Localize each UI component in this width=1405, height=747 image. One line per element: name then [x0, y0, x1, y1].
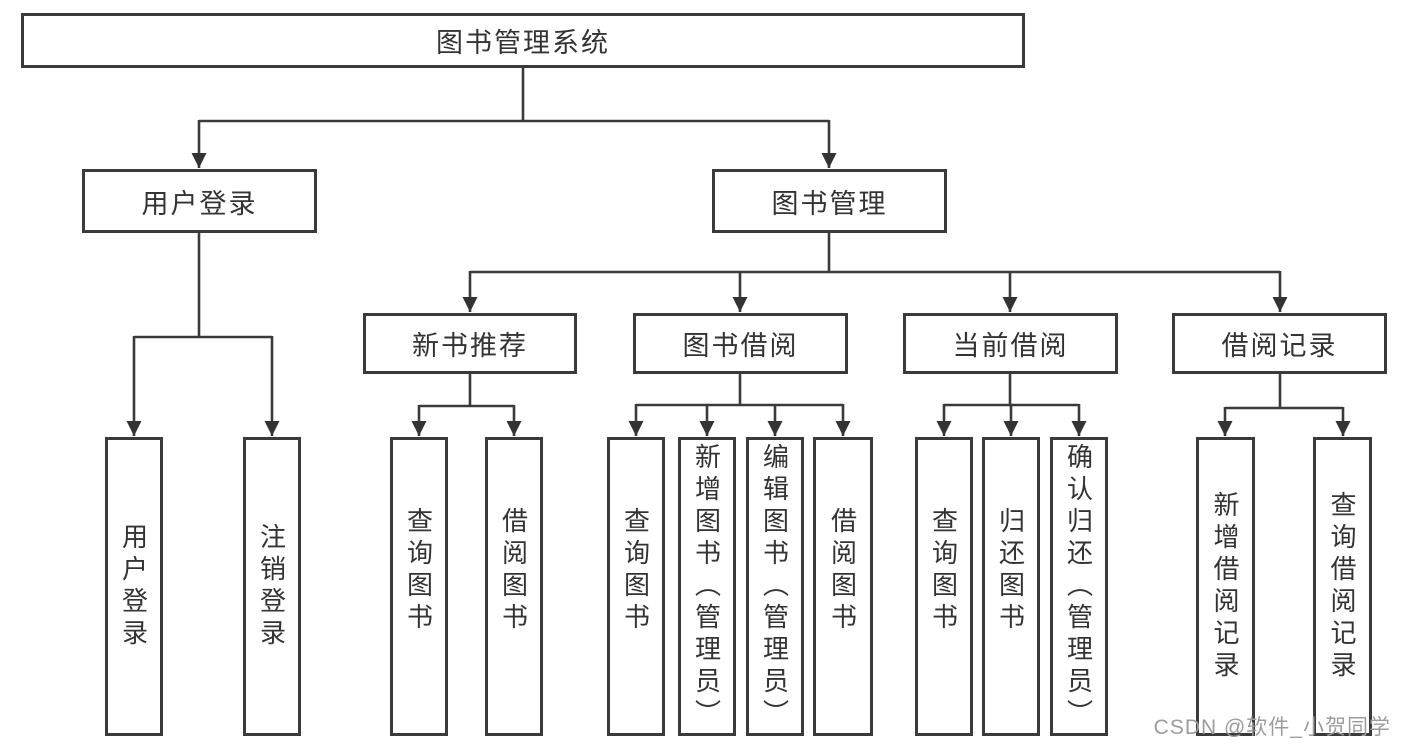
node-label: 查询图书	[928, 506, 959, 635]
node-label: 新书推荐	[412, 331, 528, 361]
node-label: 借阅记录	[1221, 331, 1338, 361]
node-leaf-current-return-books: 归还图书	[982, 437, 1040, 736]
node-label: 用户登录	[118, 522, 149, 651]
node-borrowing-records: 借阅记录	[1172, 313, 1387, 374]
node-leaf-records-query-record: 查询借阅记录	[1313, 437, 1372, 736]
node-label: 注销登录	[256, 522, 287, 651]
node-book-management: 图书管理	[712, 169, 947, 233]
node-label: 图书管理	[771, 188, 888, 219]
node-label: 归还图书	[995, 506, 1026, 635]
node-leaf-recommend-borrow-books: 借阅图书	[485, 437, 543, 736]
node-label: 新增借阅记录	[1210, 490, 1240, 683]
node-leaf-borrowing-add-books-admin: 新增图书（管理员）	[678, 437, 736, 736]
node-leaf-borrowing-query-books: 查询图书	[607, 437, 665, 736]
node-leaf-user-login: 用户登录	[105, 437, 163, 736]
csdn-watermark: CSDN @软件_小贺同学	[1153, 716, 1391, 739]
node-leaf-borrowing-edit-books-admin: 编辑图书（管理员）	[746, 437, 804, 736]
node-label: 查询借阅记录	[1327, 490, 1357, 683]
node-label: 图书管理系统	[436, 28, 610, 58]
node-book-borrowing: 图书借阅	[633, 313, 848, 374]
node-leaf-current-confirm-return-admin: 确认归还（管理员）	[1050, 437, 1108, 736]
node-label: 借阅图书	[827, 506, 858, 635]
node-label: 查询图书	[620, 506, 651, 635]
node-root: 图书管理系统	[21, 13, 1025, 68]
node-label: 新增图书（管理员）	[691, 442, 722, 731]
node-leaf-records-add-record: 新增借阅记录	[1196, 437, 1255, 736]
node-label: 查询图书	[403, 506, 434, 635]
node-label: 借阅图书	[498, 506, 529, 635]
node-label: 图书借阅	[682, 331, 799, 361]
node-leaf-logout: 注销登录	[243, 437, 301, 736]
node-label: 用户登录	[141, 188, 258, 219]
node-user-login: 用户登录	[82, 169, 317, 233]
node-label: 当前借阅	[952, 331, 1069, 361]
node-current-borrowing: 当前借阅	[903, 313, 1118, 374]
node-new-book-recommend: 新书推荐	[363, 313, 577, 374]
node-leaf-borrowing-borrow-books: 借阅图书	[813, 437, 873, 736]
node-label: 确认归还（管理员）	[1063, 442, 1094, 731]
node-leaf-current-query-books: 查询图书	[915, 437, 973, 736]
node-label: 编辑图书（管理员）	[759, 442, 790, 731]
node-leaf-recommend-query-books: 查询图书	[390, 437, 448, 736]
